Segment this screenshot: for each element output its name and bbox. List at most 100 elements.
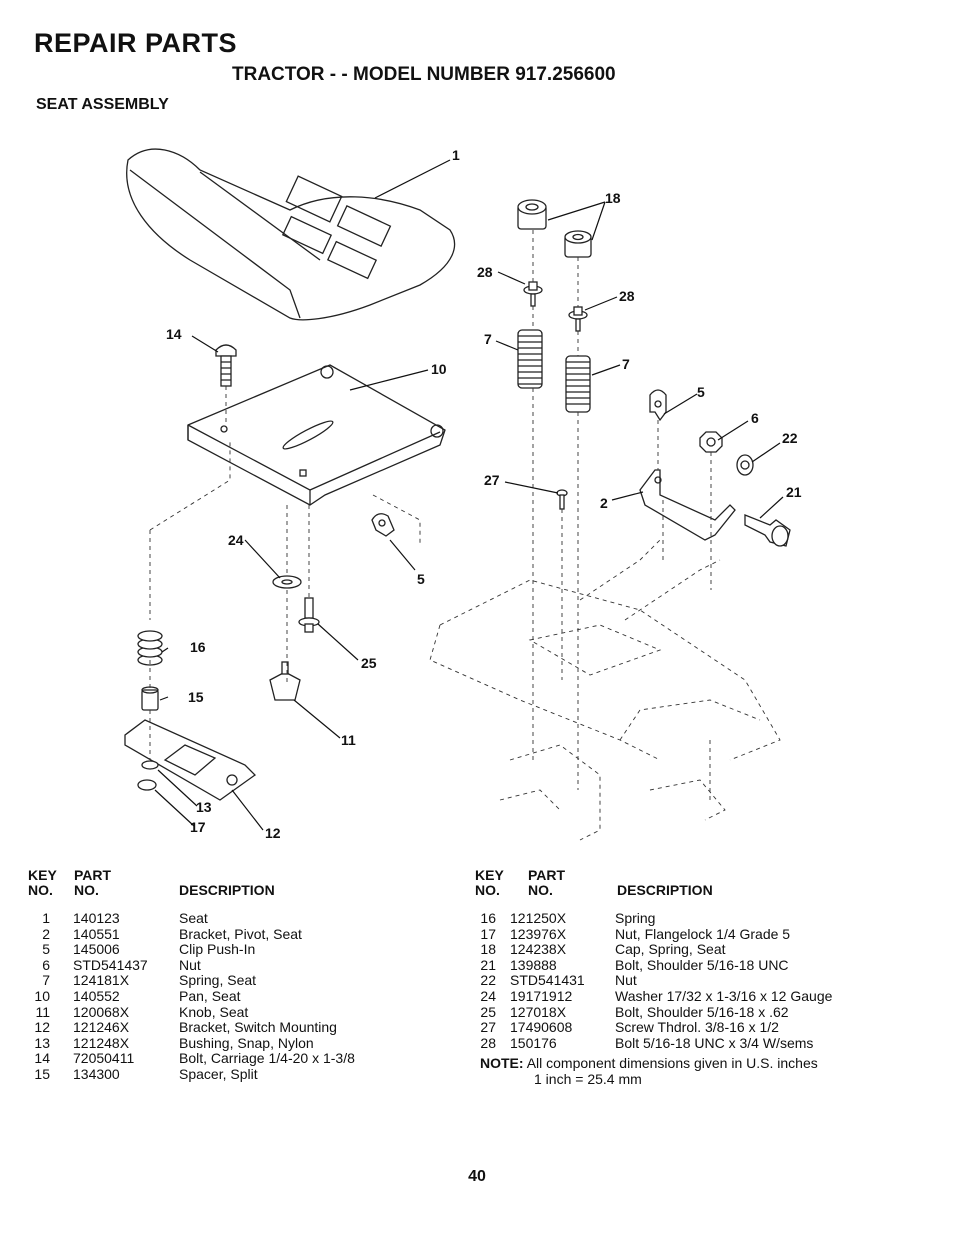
key-header-line1: KEY (28, 867, 57, 883)
callout-label: 11 (341, 732, 356, 748)
part-number-cell: 124238X (510, 941, 567, 958)
page-number: 40 (468, 1168, 486, 1185)
key-cell: 7 (42, 972, 50, 989)
callout-label: 17 (190, 819, 206, 835)
note-label: NOTE: (480, 1055, 524, 1071)
description-cell: Screw Thdrol. 3/8-16 x 1/2 (615, 1019, 779, 1036)
callout-label: 5 (417, 571, 425, 587)
description-cell: Cap, Spring, Seat (615, 941, 726, 958)
key-cell: 2 (42, 925, 50, 942)
screw-part (556, 489, 568, 510)
key-cell: 15 (34, 1066, 50, 1082)
key-header: KEY NO. (28, 868, 57, 898)
spacer-part (141, 686, 159, 711)
description-cell: Pan, Seat (179, 988, 241, 1004)
assembly-centerlines (149, 230, 712, 800)
dimension-note: NOTE: All component dimensions given in … (480, 1055, 818, 1087)
note-line2: 1 inch = 25.4 mm (534, 1071, 642, 1087)
part-number-cell: STD541431 (510, 972, 585, 989)
callout-label: 5 (697, 384, 705, 400)
callout-label: 6 (751, 410, 759, 426)
part-number-cell: 139888 (510, 956, 557, 973)
parts-row: 12 121246X Bracket, Switch Mounting (28, 1019, 448, 1035)
parts-row: 6 STD541437 Nut (28, 957, 448, 973)
part-number-cell: 150176 (510, 1034, 557, 1051)
callout-labels: 1 18 28 28 14 10 7 7 5 6 22 21 27 2 24 5… (166, 147, 802, 841)
part-header-line2: NO. (528, 882, 553, 898)
key-cell: 17 (480, 925, 496, 942)
key-cell: 22 (480, 972, 496, 989)
part-header: PART NO. (74, 868, 111, 898)
sems-bolt-parts (523, 281, 588, 332)
seat-spring-parts (517, 329, 591, 413)
switch-bracket-part (124, 719, 257, 801)
callout-label: 7 (484, 331, 492, 347)
description-cell: Bushing, Snap, Nylon (179, 1034, 314, 1051)
callout-label: 28 (619, 288, 635, 304)
part-number-cell: 134300 (73, 1066, 120, 1082)
description-cell: Bolt 5/16-18 UNC x 3/4 W/sems (615, 1034, 814, 1051)
part-number-cell: STD541437 (73, 956, 148, 973)
description-cell: Nut (615, 972, 637, 989)
part-number-cell: 121250X (510, 910, 567, 926)
callout-label: 22 (782, 430, 798, 446)
seat-assembly-diagram: 1 18 28 28 14 10 7 7 5 6 22 21 27 2 24 5… (124, 147, 802, 841)
description-cell: Bolt, Shoulder 5/16-18 x .62 (615, 1003, 789, 1020)
parts-row: 14 72050411 Bolt, Carriage 1/4-20 x 1-3/8 (28, 1050, 448, 1066)
key-cell: 14 (34, 1050, 50, 1067)
callout-label: 14 (166, 326, 182, 342)
part-number-cell: 140551 (73, 925, 120, 942)
part-number-cell: 19171912 (510, 988, 573, 1004)
shoulder-bolt-part (298, 597, 320, 633)
part-number-cell: 123976X (510, 925, 567, 942)
part-number-cell: 124181X (73, 972, 130, 989)
description-cell: Spacer, Split (179, 1066, 258, 1082)
description-cell: Bolt, Carriage 1/4-20 x 1-3/8 (179, 1050, 355, 1067)
key-cell: 12 (34, 1019, 50, 1036)
callout-leaders (154, 159, 784, 831)
description-cell: Bracket, Switch Mounting (179, 1019, 337, 1036)
model-subtitle: TRACTOR - - MODEL NUMBER 917.256600 (232, 64, 616, 85)
callout-label: 13 (196, 799, 212, 815)
page-title: REPAIR PARTS (34, 28, 238, 58)
part-number-cell: 127018X (510, 1003, 567, 1020)
callout-label: 7 (622, 356, 630, 372)
key-cell: 6 (42, 956, 50, 973)
callout-label: 18 (605, 190, 621, 206)
part-number-cell: 72050411 (73, 1050, 135, 1067)
spring-cap-parts (517, 199, 592, 258)
washer-part (272, 575, 302, 589)
callout-label: 28 (477, 264, 493, 280)
seat-pan-part (187, 364, 446, 506)
description-cell: Bracket, Pivot, Seat (179, 925, 302, 942)
part-header-line1: PART (74, 867, 112, 883)
part-header: PART NO. (528, 868, 565, 898)
key-cell: 10 (34, 988, 50, 1004)
knob-part (269, 661, 301, 701)
parts-row: 22 STD541431 Nut (472, 972, 932, 988)
key-cell: 24 (480, 988, 496, 1004)
part-number-cell: 120068X (73, 1003, 130, 1020)
callout-label: 27 (484, 472, 500, 488)
callout-label: 25 (361, 655, 377, 671)
key-cell: 13 (34, 1034, 50, 1051)
part-header-line1: PART (528, 867, 566, 883)
callout-label: 15 (188, 689, 204, 705)
callout-label: 10 (431, 361, 447, 377)
callout-label: 16 (190, 639, 206, 655)
key-cell: 25 (480, 1003, 496, 1020)
part-number-cell: 121246X (73, 1019, 130, 1036)
description-cell: Nut (179, 956, 201, 973)
description-header: DESCRIPTION (179, 882, 275, 898)
key-cell: 21 (480, 956, 496, 973)
key-cell: 18 (480, 941, 496, 958)
callout-label: 12 (265, 825, 281, 841)
